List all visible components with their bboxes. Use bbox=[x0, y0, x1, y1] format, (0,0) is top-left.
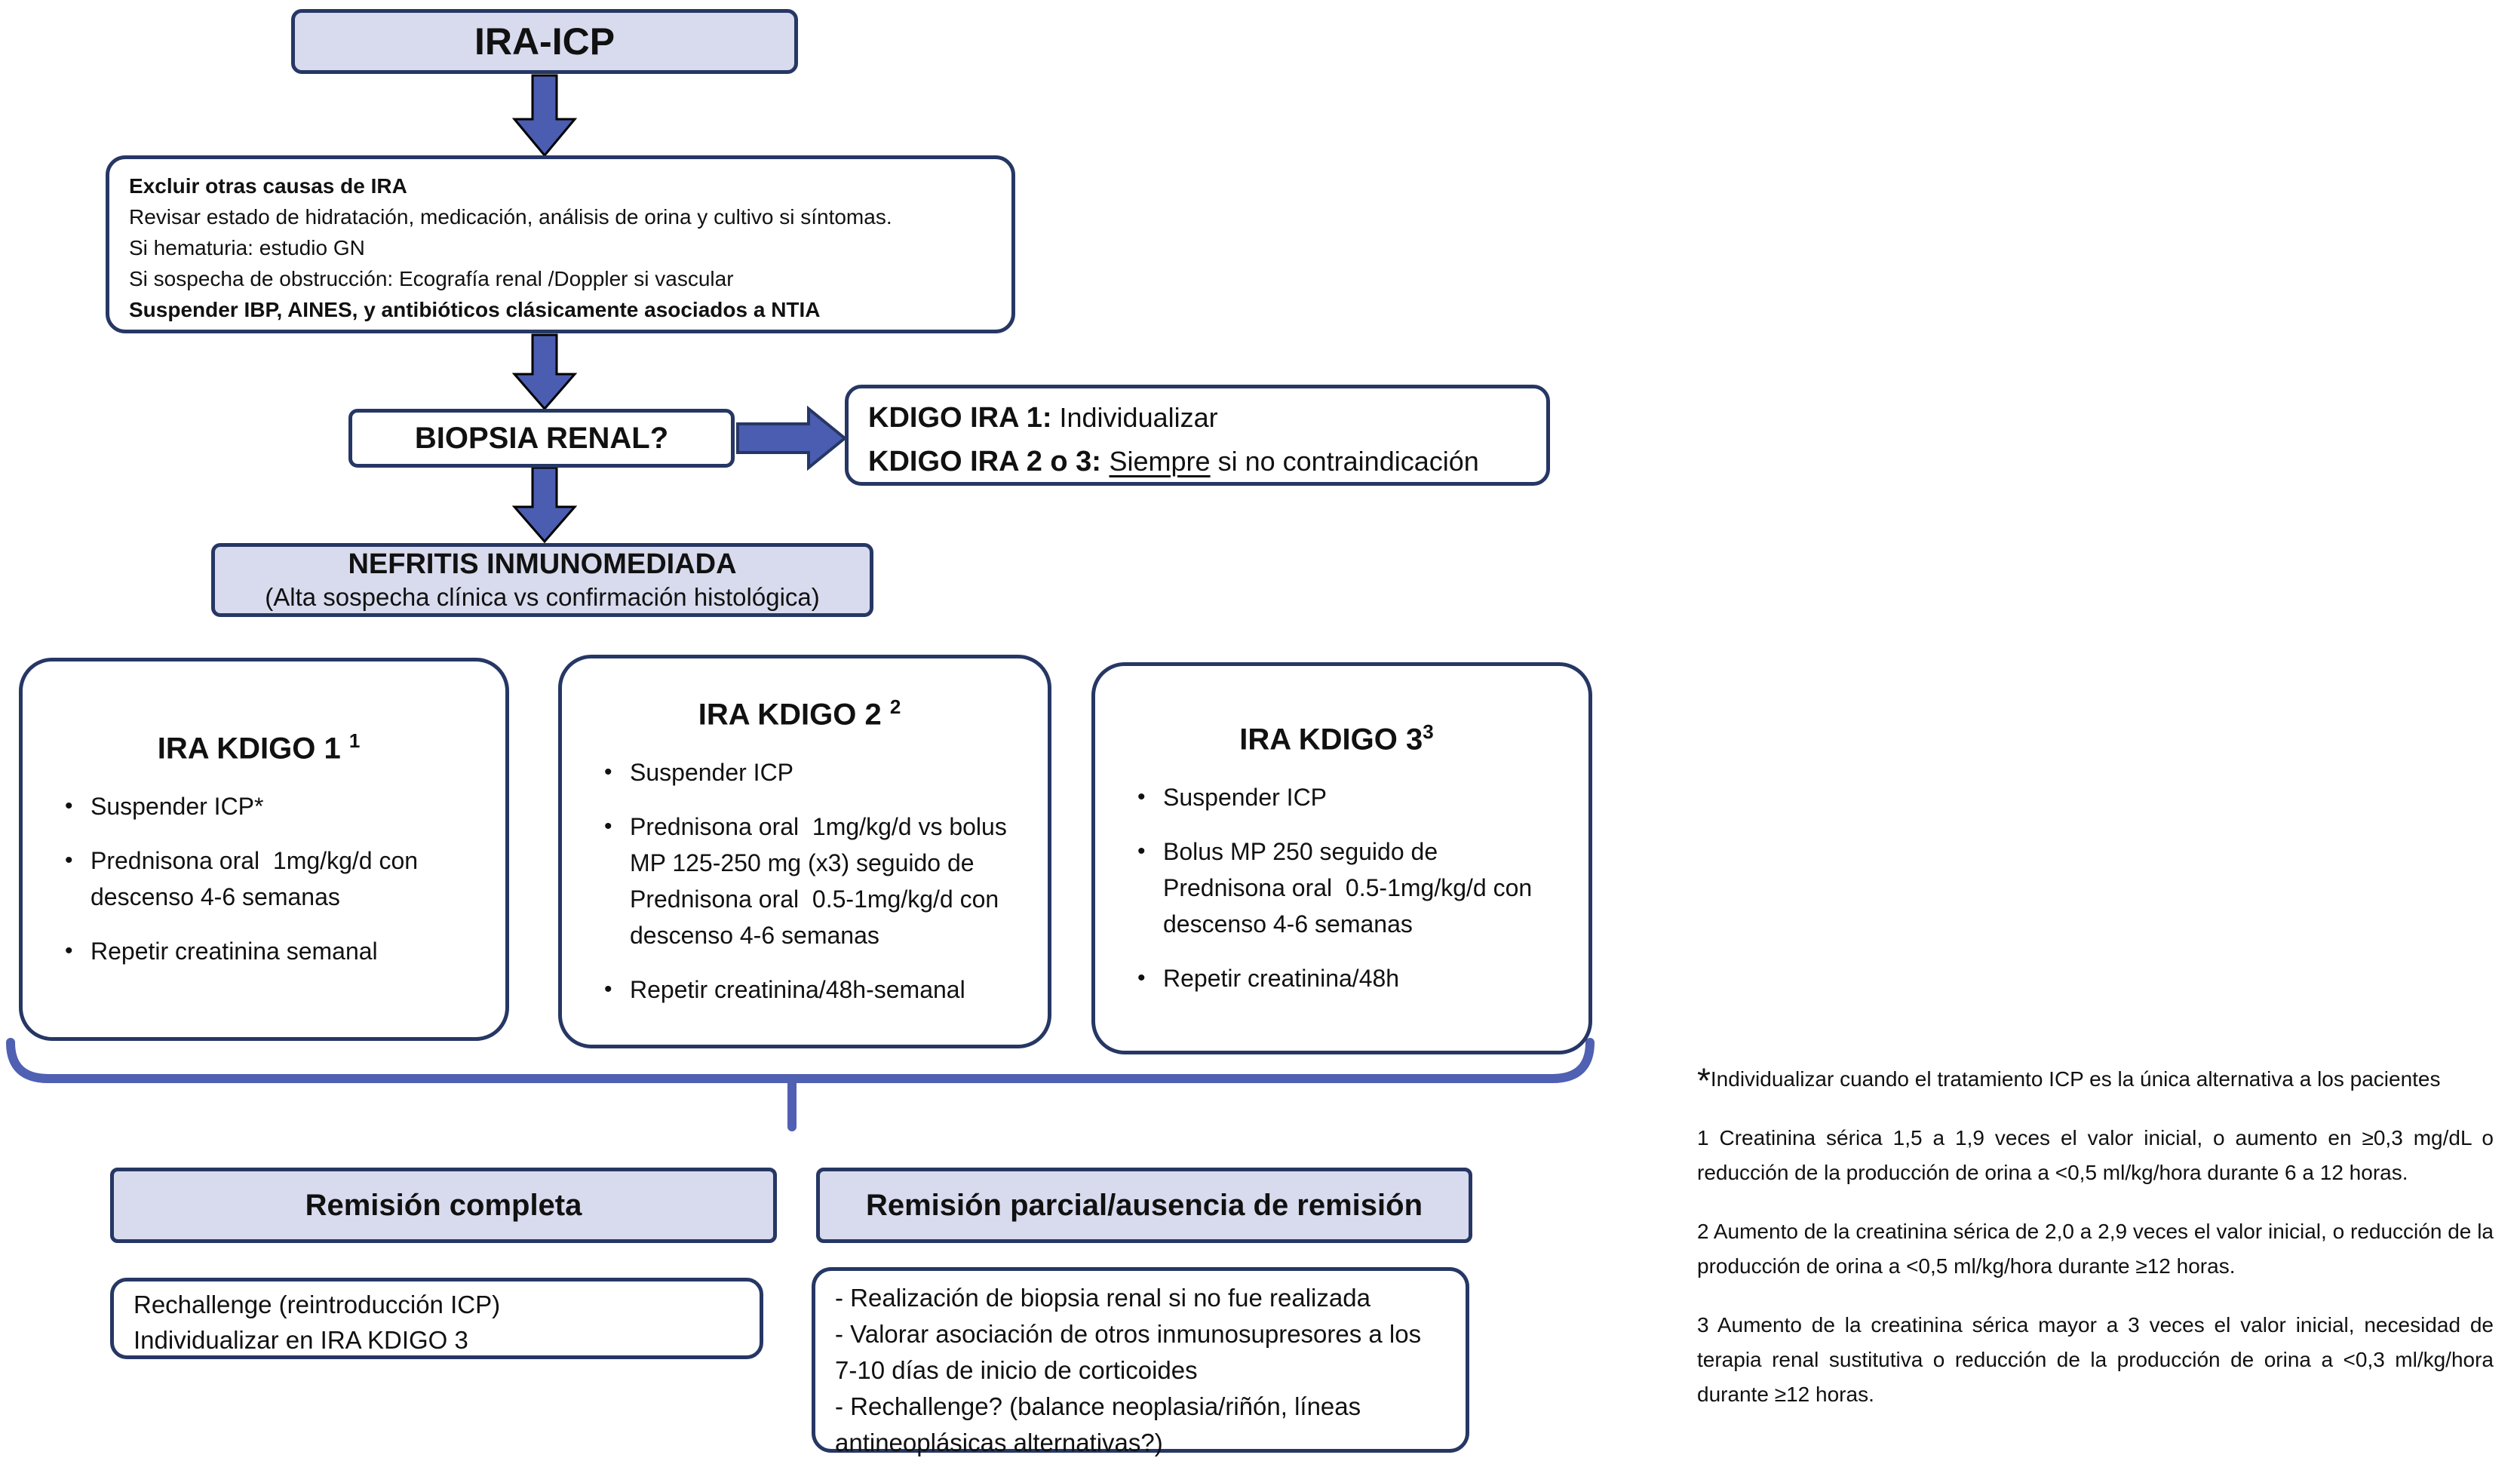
bullet-icon: • bbox=[604, 977, 612, 1002]
bullet-icon: • bbox=[604, 760, 612, 785]
kdigo-1-title-text: IRA KDIGO 1 bbox=[157, 732, 349, 766]
bullet-icon: • bbox=[604, 814, 612, 839]
kdigo-2-superscript: 2 bbox=[889, 695, 901, 718]
indication-line2-rest: si no contraindicación bbox=[1210, 446, 1479, 477]
bullet-icon: • bbox=[65, 848, 73, 873]
kdigo-3-title-text: IRA KDIGO 3 bbox=[1239, 723, 1423, 757]
exclusion-criteria-box: Excluir otras causas de IRA Revisar esta… bbox=[106, 155, 1015, 333]
nephritis-title: NEFRITIS INMUNOMEDIADA bbox=[348, 548, 737, 580]
kdigo-3-superscript: 3 bbox=[1423, 720, 1434, 743]
list-item: •Repetir creatinina semanal bbox=[45, 933, 472, 969]
partial-remission-box: Remisión parcial/ausencia de remisión bbox=[816, 1168, 1472, 1243]
footnote-3: 3 Aumento de la creatinina sérica mayor … bbox=[1697, 1313, 2494, 1406]
exclusion-line: Revisar estado de hidratación, medicació… bbox=[129, 205, 892, 229]
complete-action-line: Rechallenge (reintroducción ICP) bbox=[134, 1291, 501, 1318]
list-item: •Prednisona oral 1mg/kg/d vs bolus MP 12… bbox=[585, 809, 1014, 953]
list-item: •Prednisona oral 1mg/kg/d con descenso 4… bbox=[45, 843, 472, 915]
complete-remission-actions-box: Rechallenge (reintroducción ICP) Individ… bbox=[110, 1278, 763, 1359]
down-arrow-title-to-exclusion bbox=[511, 74, 578, 158]
exclusion-line: Si sospecha de obstrucción: Ecografía re… bbox=[129, 267, 734, 290]
kdigo-1-superscript: 1 bbox=[348, 729, 361, 752]
exclusion-heading: Excluir otras causas de IRA bbox=[129, 174, 407, 198]
renal-biopsy-box: BIOPSIA RENAL? bbox=[348, 409, 735, 468]
kdigo-1-box: IRA KDIGO 1 1 •Suspender ICP* •Prednison… bbox=[19, 658, 509, 1041]
kdigo-2-title-text: IRA KDIGO 2 bbox=[698, 698, 890, 732]
kdigo-3-title: IRA KDIGO 33 bbox=[1118, 720, 1555, 757]
underbrace-kdigo-to-remission bbox=[6, 1038, 1595, 1131]
kdigo-2-box: IRA KDIGO 2 2 •Suspender ICP •Prednisona… bbox=[558, 655, 1051, 1048]
right-arrow-biopsy-to-indication bbox=[736, 405, 848, 471]
footnote-1: 1 Creatinina sérica 1,5 a 1,9 veces el v… bbox=[1697, 1126, 2494, 1184]
bullet-icon: • bbox=[1137, 784, 1146, 810]
title-box: IRA-ICP bbox=[291, 9, 798, 74]
down-arrow-exclusion-to-biopsy bbox=[511, 333, 578, 411]
list-item: •Suspender ICP* bbox=[45, 788, 472, 824]
kdigo-3-box: IRA KDIGO 33 •Suspender ICP •Bolus MP 25… bbox=[1091, 662, 1592, 1054]
indication-line-2: KDIGO IRA 2 o 3: Siempre si no contraind… bbox=[868, 440, 1527, 483]
asterisk-icon: * bbox=[1697, 1060, 1711, 1100]
partial-remission-label: Remisión parcial/ausencia de remisión bbox=[865, 1188, 1423, 1222]
bullet-icon: • bbox=[65, 938, 73, 964]
partial-action-line: - Realización de biopsia renal si no fue… bbox=[835, 1284, 1370, 1312]
down-arrow-biopsy-to-nephritis bbox=[511, 466, 578, 544]
footnotes-block: *Individualizar cuando el tratamiento IC… bbox=[1697, 1062, 2494, 1436]
bullet-icon: • bbox=[65, 793, 73, 819]
indication-line-1: KDIGO IRA 1: Individualizar bbox=[868, 396, 1527, 440]
list-item: •Repetir creatinina/48h-semanal bbox=[585, 971, 1014, 1008]
complete-action-line: Individualizar en IRA KDIGO 3 bbox=[134, 1326, 468, 1354]
indication-line1-bold: KDIGO IRA 1: bbox=[868, 402, 1052, 434]
footnote-2: 2 Aumento de la creatinina sérica de 2,0… bbox=[1697, 1220, 2494, 1278]
page-title: IRA-ICP bbox=[474, 20, 615, 63]
list-item: •Bolus MP 250 seguido de Prednisona oral… bbox=[1118, 833, 1555, 942]
list-item: •Suspender ICP bbox=[1118, 779, 1555, 815]
list-item: •Suspender ICP bbox=[585, 754, 1014, 790]
renal-biopsy-label: BIOPSIA RENAL? bbox=[414, 421, 669, 455]
footnote-asterisk-text: Individualizar cuando el tratamiento ICP… bbox=[1710, 1067, 2441, 1091]
kdigo-2-bullets: •Suspender ICP •Prednisona oral 1mg/kg/d… bbox=[585, 754, 1014, 1008]
exclusion-bold-footer: Suspender IBP, AINES, y antibióticos clá… bbox=[129, 298, 821, 321]
biopsy-indication-box: KDIGO IRA 1: Individualizar KDIGO IRA 2 … bbox=[845, 385, 1550, 486]
partial-action-line: - Valorar asociación de otros inmunosupr… bbox=[835, 1320, 1422, 1384]
footnote-asterisk: *Individualizar cuando el tratamiento IC… bbox=[1697, 1062, 2494, 1097]
nephritis-subtitle: (Alta sospecha clínica vs confirmación h… bbox=[265, 583, 820, 611]
complete-remission-label: Remisión completa bbox=[305, 1188, 582, 1222]
bullet-icon: • bbox=[1137, 965, 1146, 991]
exclusion-line: Si hematuria: estudio GN bbox=[129, 236, 365, 259]
kdigo-1-bullets: •Suspender ICP* •Prednisona oral 1mg/kg/… bbox=[45, 788, 472, 969]
immune-nephritis-box: NEFRITIS INMUNOMEDIADA (Alta sospecha cl… bbox=[211, 543, 873, 617]
bullet-icon: • bbox=[1137, 839, 1146, 864]
indication-line2-bold: KDIGO IRA 2 o 3: bbox=[868, 446, 1110, 477]
partial-action-line: - Rechallenge? (balance neoplasia/riñón,… bbox=[835, 1392, 1361, 1456]
complete-remission-box: Remisión completa bbox=[110, 1168, 777, 1243]
kdigo-1-title: IRA KDIGO 1 1 bbox=[45, 729, 472, 766]
kdigo-2-title: IRA KDIGO 2 2 bbox=[585, 695, 1014, 732]
list-item: •Repetir creatinina/48h bbox=[1118, 960, 1555, 996]
indication-line1-rest: Individualizar bbox=[1051, 402, 1218, 433]
indication-line2-underlined: Siempre bbox=[1109, 446, 1211, 477]
partial-remission-actions-box: - Realización de biopsia renal si no fue… bbox=[812, 1267, 1469, 1456]
kdigo-3-bullets: •Suspender ICP •Bolus MP 250 seguido de … bbox=[1118, 779, 1555, 996]
